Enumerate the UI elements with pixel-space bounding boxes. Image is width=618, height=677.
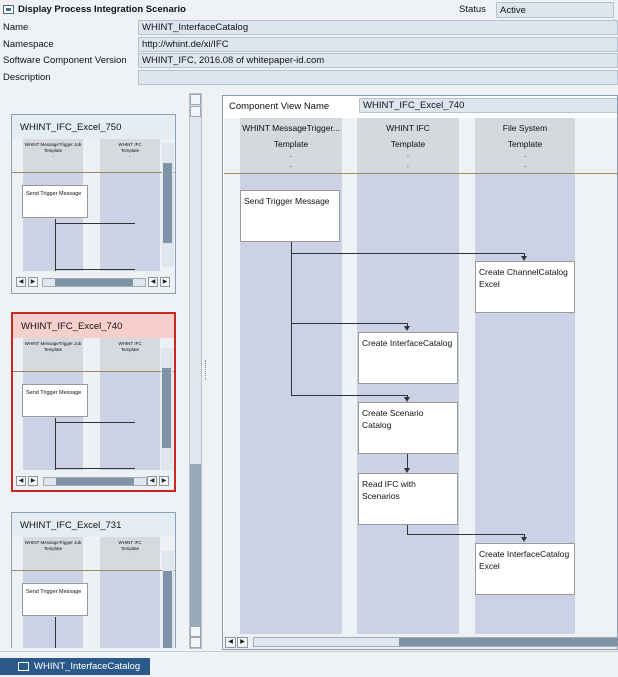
scenario-icon [18, 662, 29, 671]
arrow-down-icon [521, 256, 527, 261]
tab-whint-interfacecatalog[interactable]: WHINT_InterfaceCatalog [0, 658, 150, 675]
arrow-down-icon [404, 468, 410, 473]
connector-line [407, 454, 408, 468]
action-create-scenario-catalog[interactable]: Create Scenario Catalog [358, 402, 458, 454]
connector-line [407, 525, 408, 534]
connector-line [291, 253, 525, 254]
status-label: Status [459, 4, 486, 15]
description-label: Description [3, 72, 51, 83]
component-view-name-field[interactable]: WHINT_IFC_Excel_740 [359, 98, 617, 113]
component-view-detail: Component View Name WHINT_IFC_Excel_740 … [222, 95, 618, 650]
lane-header-file-system[interactable]: File System Template ·· [475, 118, 575, 173]
lane-header-whint-ifc[interactable]: WHINT IFC Template ·· [357, 118, 459, 173]
preview-action-box: Send Trigger Message [22, 384, 88, 417]
action-read-ifc-with-scenarios[interactable]: Read IFC with Scenarios [358, 473, 458, 525]
bottom-tab-bar: WHINT_InterfaceCatalog [0, 656, 618, 677]
lane-header-messagetrigger[interactable]: WHINT MessageTrigger... Template ·· [240, 118, 342, 173]
title-bar: Display Process Integration Scenario Sta… [0, 0, 618, 20]
action-create-interfacecatalog[interactable]: Create InterfaceCatalog [358, 332, 458, 384]
preview-vertical-scrollbar[interactable] [162, 143, 174, 267]
scroll-right-icon[interactable]: ▶ [159, 476, 169, 486]
scroll-right-icon[interactable]: ▶ [237, 637, 248, 648]
software-component-label: Software Component Version [3, 55, 127, 66]
preview-title: WHINT_IFC_Excel_750 [12, 115, 175, 139]
preview-horizontal-scrollbar[interactable]: ◀ ▶ ◀ ▶ [13, 470, 174, 490]
scroll-left-icon[interactable]: ◀ [16, 277, 26, 287]
preview-title: WHINT_IFC_Excel_740 [13, 314, 174, 338]
connector-line [291, 323, 408, 324]
arrow-down-icon [521, 537, 527, 542]
scroll-right-icon[interactable]: ▶ [28, 476, 38, 486]
name-field[interactable]: WHINT_InterfaceCatalog [138, 20, 618, 35]
preview-action-box: Send Trigger Message [22, 583, 88, 616]
scroll-down-icon[interactable] [190, 106, 201, 117]
scroll-left-icon[interactable]: ◀ [225, 637, 236, 648]
arrow-down-icon [404, 326, 410, 331]
name-row: Name WHINT_InterfaceCatalog [0, 20, 618, 36]
action-create-interfacecatalog-excel[interactable]: Create InterfaceCatalog Excel [475, 543, 575, 595]
component-view-name-label: Component View Name [229, 101, 330, 112]
scroll-up-icon[interactable] [190, 626, 201, 637]
scrollbar-track[interactable] [253, 637, 617, 647]
preview-whint-ifc-excel-731[interactable]: WHINT_IFC_Excel_731 WHINT MessageTrigger… [11, 512, 176, 648]
scenario-canvas: WHINT MessageTrigger... Template ·· WHIN… [224, 118, 617, 634]
component-view-overview: WHINT_IFC_Excel_750 WHINT MessageTrigger… [0, 92, 206, 648]
pane-splitter[interactable] [205, 360, 208, 380]
action-create-channelcatalog-excel[interactable]: Create ChannelCatalog Excel [475, 261, 575, 313]
scenario-icon [3, 5, 14, 14]
software-component-row: Software Component Version WHINT_IFC, 20… [0, 53, 618, 69]
scroll-up-icon[interactable] [190, 94, 201, 105]
preview-vertical-scrollbar[interactable] [162, 551, 174, 648]
namespace-label: Namespace [3, 39, 54, 50]
scrollbar-thumb[interactable] [190, 464, 201, 626]
scroll-left-icon[interactable]: ◀ [148, 277, 158, 287]
connector-line [291, 395, 408, 396]
preview-horizontal-scrollbar[interactable]: ◀ ▶ ◀ ▶ [12, 271, 175, 293]
preview-whint-ifc-excel-740[interactable]: WHINT_IFC_Excel_740 WHINT MessageTrigger… [11, 312, 176, 492]
scroll-left-icon[interactable]: ◀ [147, 476, 157, 486]
status-field: Active [496, 2, 614, 18]
scroll-right-icon[interactable]: ▶ [160, 277, 170, 287]
preview-whint-ifc-excel-750[interactable]: WHINT_IFC_Excel_750 WHINT MessageTrigger… [11, 114, 176, 294]
name-label: Name [3, 22, 29, 33]
scroll-down-icon[interactable] [190, 637, 201, 648]
description-field[interactable] [138, 70, 618, 85]
namespace-field[interactable]: http://whint.de/xi/IFC [138, 37, 618, 52]
canvas-horizontal-scrollbar[interactable]: ◀ ▶ [223, 634, 617, 649]
software-component-field[interactable]: WHINT_IFC, 2016.08 of whitepaper-id.com [138, 53, 618, 68]
connector-line [407, 534, 525, 535]
arrow-down-icon [404, 397, 410, 402]
overview-vertical-scrollbar[interactable] [189, 93, 202, 649]
connector-line [291, 242, 292, 396]
preview-title: WHINT_IFC_Excel_731 [12, 513, 175, 537]
scroll-right-icon[interactable]: ▶ [28, 277, 38, 287]
description-row: Description [0, 70, 618, 86]
page-title: Display Process Integration Scenario [18, 4, 186, 15]
preview-action-box: Send Trigger Message [22, 185, 88, 218]
scroll-left-icon[interactable]: ◀ [16, 476, 26, 486]
preview-vertical-scrollbar[interactable] [161, 348, 173, 470]
action-send-trigger-message[interactable]: Send Trigger Message [240, 190, 340, 242]
namespace-row: Namespace http://whint.de/xi/IFC [0, 37, 618, 53]
